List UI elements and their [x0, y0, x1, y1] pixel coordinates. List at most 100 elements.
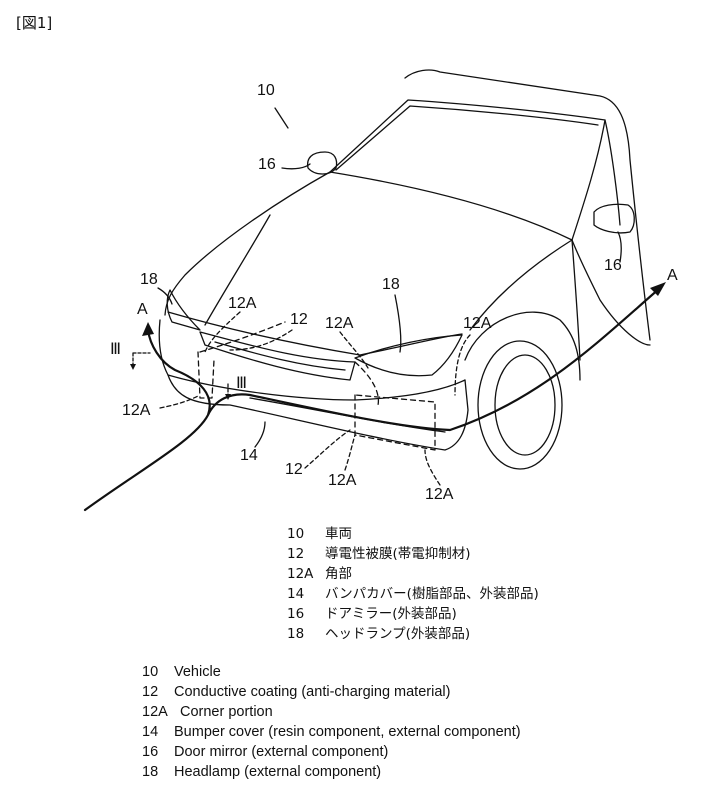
label-corner-upper-right: 12A	[463, 315, 492, 332]
legend-num: 10	[287, 526, 305, 542]
legend-en-row: 10 Vehicle	[142, 662, 521, 682]
coating-region-right	[354, 394, 436, 451]
legend-en-row: 14 Bumper cover (resin component, externa…	[142, 722, 521, 742]
legend-ja-row: 18 ヘッドランプ(外装部品)	[287, 624, 539, 644]
leader-12A-ll	[159, 395, 199, 409]
legend-text: Headlamp (external component)	[174, 764, 382, 780]
legend-num: 16	[142, 744, 159, 760]
label-section-iii-left: Ⅲ	[110, 341, 122, 358]
section-arrow-a-right	[650, 282, 666, 296]
legend-num: 14	[287, 586, 305, 602]
grille	[199, 331, 356, 381]
figure-title: [図1]	[16, 14, 53, 32]
section-iii-left-marker	[132, 352, 151, 366]
leader-12A-lr	[424, 449, 441, 486]
section-arrow-a-left	[142, 322, 154, 336]
label-section-a-left: A	[137, 301, 148, 318]
legend-text: Conductive coating (anti-charging materi…	[174, 684, 451, 700]
bumper-upper	[158, 319, 466, 401]
coating-hood-left	[199, 321, 286, 353]
leader-12A-um	[339, 331, 369, 369]
legend-num: 16	[287, 606, 305, 622]
leader-14	[254, 421, 266, 448]
mirror-left-shape	[306, 151, 338, 175]
wheel-arch	[464, 311, 581, 381]
headlamp-left-shape	[166, 289, 201, 331]
label-bumper: 14	[240, 447, 258, 464]
legend-text: 角部	[325, 566, 352, 582]
hood-front-edge	[167, 311, 463, 356]
section-iii-arrow-right	[225, 394, 231, 400]
leader-16-left	[281, 163, 311, 170]
legend-text: 導電性被膜(帯電抑制材)	[325, 546, 471, 562]
hood-right-edge	[469, 239, 573, 331]
legend-ja-row: 12A 角部	[287, 564, 539, 584]
legend-num: 12	[142, 684, 159, 700]
grille-inner	[214, 341, 346, 371]
leader-12A-lm	[344, 434, 356, 471]
legend-text: ドアミラー(外装部品)	[325, 606, 457, 622]
legend-text: Door mirror (external component)	[174, 744, 389, 760]
legend-text: ヘッドランプ(外装部品)	[325, 626, 471, 642]
legend-text: バンパカバー(樹脂部品、外装部品)	[325, 586, 539, 602]
windshield-inner	[335, 105, 599, 171]
label-mirror-left: 16	[258, 156, 276, 173]
leader-18-left	[157, 287, 173, 305]
headlamp-right-shape	[354, 334, 463, 377]
legend-num: 12A	[142, 704, 168, 720]
legend-ja-row: 12 導電性被膜(帯電抑制材)	[287, 544, 539, 564]
legend-text: Bumper cover (resin component, external …	[174, 724, 521, 740]
legend-en-row: 18 Headlamp (external component)	[142, 762, 521, 782]
label-corner-lower-mid: 12A	[328, 472, 357, 489]
bumper-lower	[167, 374, 469, 451]
leader-12A-ul	[204, 311, 241, 353]
leader-18-right	[394, 294, 402, 353]
legend-en-row: 12 Conductive coating (anti-charging mate…	[142, 682, 521, 702]
legend-num: 14	[142, 724, 159, 740]
legend-text: 車両	[325, 526, 352, 542]
mirror-right-shape	[593, 203, 635, 234]
legend-num: 18	[287, 626, 305, 642]
a-pillar-right	[604, 119, 621, 226]
legend-num: 18	[142, 764, 159, 780]
legend-english: 10 Vehicle 12 Conductive coating (anti-cha…	[142, 662, 521, 782]
label-coating-upper: 12	[290, 311, 308, 328]
legend-ja-row: 16 ドアミラー(外装部品)	[287, 604, 539, 624]
windshield	[329, 99, 606, 241]
legend-en-row: 16 Door mirror (external component)	[142, 742, 521, 762]
leader-10	[274, 107, 289, 129]
label-coating-lower: 12	[285, 461, 303, 478]
coating-hood-right	[354, 361, 380, 406]
hood-crease	[204, 214, 271, 326]
label-headlamp-left: 18	[140, 271, 158, 288]
fender-line	[571, 239, 651, 346]
front-wheel-tire	[477, 340, 563, 470]
label-section-a-right: A	[667, 267, 678, 284]
label-corner-upper-mid: 12A	[325, 315, 354, 332]
legend-num: 10	[142, 664, 159, 680]
legend-num: 12A	[287, 566, 314, 582]
legend-text: Vehicle	[174, 664, 221, 680]
leader-16-right	[617, 231, 622, 263]
legend-ja-row: 10 車両	[287, 524, 539, 544]
coating-region-left	[197, 351, 215, 399]
front-wheel-rim	[494, 354, 556, 456]
leader-12-upper	[229, 329, 293, 351]
leader-12-lower	[304, 429, 351, 469]
label-mirror-right: 16	[604, 257, 622, 274]
leader-12A-ur	[454, 334, 471, 396]
hood-left-edge	[164, 171, 331, 316]
legend-num: 12	[287, 546, 305, 562]
label-corner-lower-left: 12A	[122, 402, 151, 419]
section-line-a	[83, 286, 662, 512]
label-section-iii-right: Ⅲ	[236, 375, 248, 392]
label-corner-lower-right: 12A	[425, 486, 454, 503]
legend-ja-row: 14 バンパカバー(樹脂部品、外装部品)	[287, 584, 539, 604]
legend-japanese: 10 車両 12 導電性被膜(帯電抑制材) 12A 角部 14 バンパカバー(樹脂部品、…	[287, 524, 539, 644]
label-vehicle: 10	[257, 82, 275, 99]
label-headlamp-right: 18	[382, 276, 400, 293]
section-iii-arrow-left	[130, 364, 136, 370]
label-corner-upper-left: 12A	[228, 295, 257, 312]
